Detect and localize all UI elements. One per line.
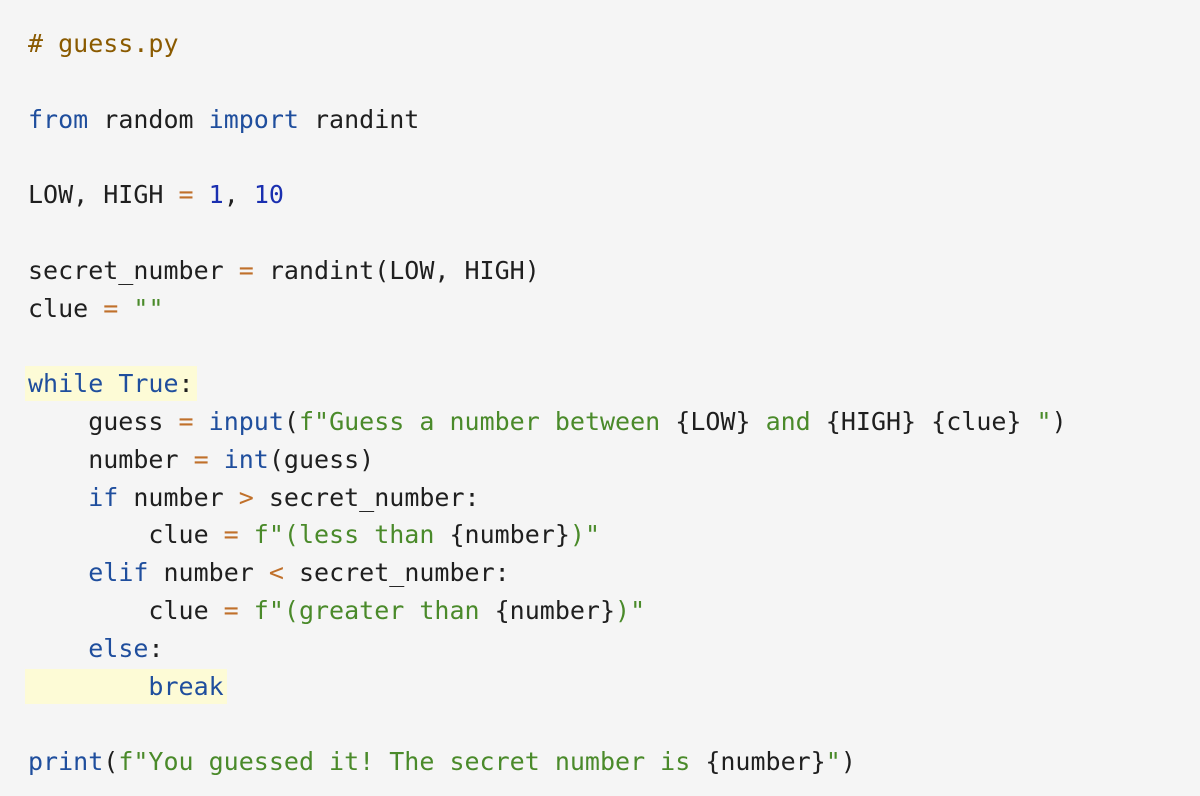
code-token-op: > — [238, 482, 254, 512]
code-token-op: = — [223, 520, 239, 550]
code-token-str: f"You guessed it! The secret number is — [118, 747, 706, 777]
code-token-text: number — [28, 444, 194, 474]
code-token-text: : — [148, 633, 164, 663]
code-token-text — [118, 294, 133, 323]
code-token-num: 10 — [253, 180, 284, 210]
code-token-op: = — [178, 406, 194, 436]
code-token-str: f"(greater than — [253, 595, 495, 625]
code-line: secret_number = randint(LOW, HIGH) — [28, 252, 1200, 290]
code-token-str — [916, 407, 931, 436]
line-highlight: while True: — [28, 369, 194, 399]
code-token-text: ) — [1051, 406, 1067, 436]
code-line: while True: — [28, 365, 1200, 403]
code-line — [28, 63, 1200, 101]
code-line: number = int(guess) — [28, 441, 1200, 479]
code-token-text: ) — [840, 747, 856, 777]
code-token-kw: break — [148, 671, 224, 701]
code-line — [28, 138, 1200, 176]
code-token-op: = — [103, 293, 119, 323]
code-line: LOW, HIGH = 1, 10 — [28, 176, 1200, 214]
code-token-op: = — [223, 595, 239, 625]
code-token-kw: elif — [88, 558, 149, 588]
code-token-text: random — [88, 104, 209, 134]
code-line — [28, 327, 1200, 365]
code-token-str: )" — [569, 520, 600, 550]
code-line: break — [28, 668, 1200, 706]
code-token-text: secret_number — [28, 255, 239, 285]
code-token-text: ( — [283, 406, 299, 436]
code-token-text — [209, 445, 224, 474]
code-line: else: — [28, 630, 1200, 668]
code-token-text — [28, 634, 88, 663]
code-token-text: clue — [28, 293, 104, 323]
code-token-text: clue — [28, 595, 224, 625]
code-token-op: < — [268, 558, 284, 588]
code-token-text — [28, 558, 88, 587]
code-token-op: = — [238, 255, 254, 285]
code-token-text: : — [178, 369, 194, 399]
code-token-text: secret_number: — [283, 558, 510, 588]
code-token-str: f"(less than — [253, 520, 450, 550]
code-token-kw: while — [28, 369, 104, 399]
code-token-text — [28, 483, 88, 512]
code-token-str: f"Guess a number between — [298, 406, 676, 436]
code-token-brace: {HIGH} — [825, 406, 917, 436]
code-token-num: 1 — [208, 180, 224, 210]
code-line: print(f"You guessed it! The secret numbe… — [28, 743, 1200, 781]
code-token-text: number — [118, 482, 239, 512]
code-line: elif number < secret_number: — [28, 554, 1200, 592]
code-token-text: secret_number: — [253, 482, 480, 512]
code-token-brace: {number} — [494, 595, 616, 625]
code-line: from random import randint — [28, 101, 1200, 139]
code-token-kw: else — [88, 633, 149, 663]
code-token-text — [239, 596, 254, 625]
code-token-text: number — [148, 558, 269, 588]
line-highlight: break — [28, 671, 224, 701]
code-token-text — [239, 520, 254, 549]
code-line — [28, 705, 1200, 743]
code-token-brace: {LOW} — [675, 406, 751, 436]
code-token-text: randint — [298, 104, 420, 134]
code-token-builtin: print — [28, 747, 104, 777]
code-token-text: LOW, HIGH — [28, 180, 179, 210]
code-token-brace: {clue} — [931, 406, 1022, 436]
code-token-text: (guess) — [268, 444, 375, 474]
code-token-str: " — [825, 747, 841, 777]
code-token-comment: # guess.py — [28, 29, 179, 58]
code-token-brace: {number} — [449, 520, 570, 550]
code-token-text: , — [223, 180, 254, 210]
code-line: clue = f"(less than {number})" — [28, 516, 1200, 554]
code-token-kw: True — [118, 369, 179, 399]
code-token-builtin: int — [223, 444, 269, 474]
code-token-text — [194, 180, 209, 209]
code-token-op: = — [178, 180, 194, 210]
code-line: guess = input(f"Guess a number between {… — [28, 403, 1200, 441]
code-token-str: "" — [133, 293, 164, 323]
code-line: clue = f"(greater than {number})" — [28, 592, 1200, 630]
code-token-text: guess — [28, 406, 179, 436]
code-token-text: clue — [28, 520, 224, 550]
code-token-op: = — [193, 444, 209, 474]
code-token-kw: from — [28, 104, 89, 134]
code-token-kw: import — [208, 104, 299, 134]
code-line: clue = "" — [28, 290, 1200, 328]
code-line — [28, 214, 1200, 252]
code-token-str: )" — [615, 595, 646, 625]
code-token-kw: if — [88, 482, 119, 512]
code-line: # guess.py — [28, 25, 1200, 63]
code-line: if number > secret_number: — [28, 479, 1200, 517]
code-token-text: randint(LOW, HIGH) — [253, 255, 540, 285]
code-token-builtin: input — [208, 406, 284, 436]
code-token-str: and — [750, 406, 826, 436]
code-token-brace: {number} — [705, 747, 826, 777]
code-token-text — [194, 407, 209, 436]
code-token-text — [103, 369, 118, 398]
code-token-text — [28, 672, 148, 701]
code-token-str: " — [1021, 406, 1052, 436]
code-token-text: ( — [103, 747, 119, 777]
